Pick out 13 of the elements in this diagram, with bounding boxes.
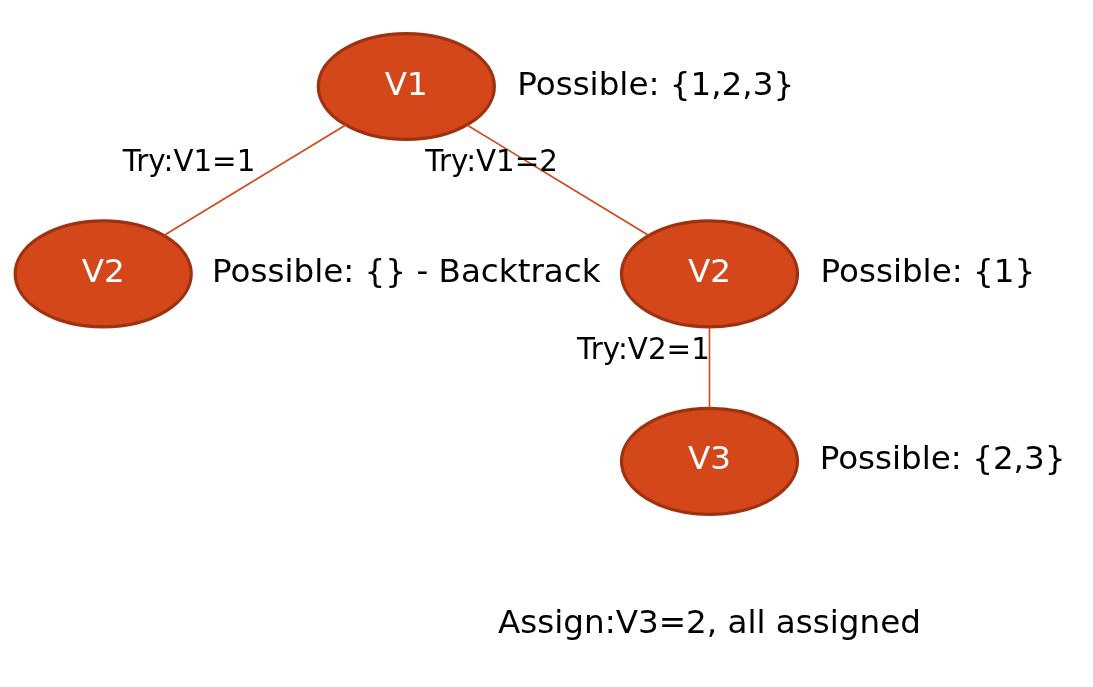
node-label: Possible: {} - Backtrack [212,251,601,290]
node-label: Possible: {1} [820,251,1036,290]
node-label: Possible: {1,2,3} [517,64,795,103]
node-ellipse: V2 [619,218,800,328]
connector [708,326,711,409]
node-ellipse: V3 [619,406,800,516]
node-label: Possible: {2,3} [819,439,1066,477]
edge-label: Try:V2=1 [577,331,710,366]
node-label: Assign:V3=2, all assigned [498,602,921,641]
node-ellipse: V2 [13,218,193,328]
node-ellipse: V1 [316,31,496,141]
edge-label: Try:V1=1 [122,143,256,178]
connector [163,123,347,236]
